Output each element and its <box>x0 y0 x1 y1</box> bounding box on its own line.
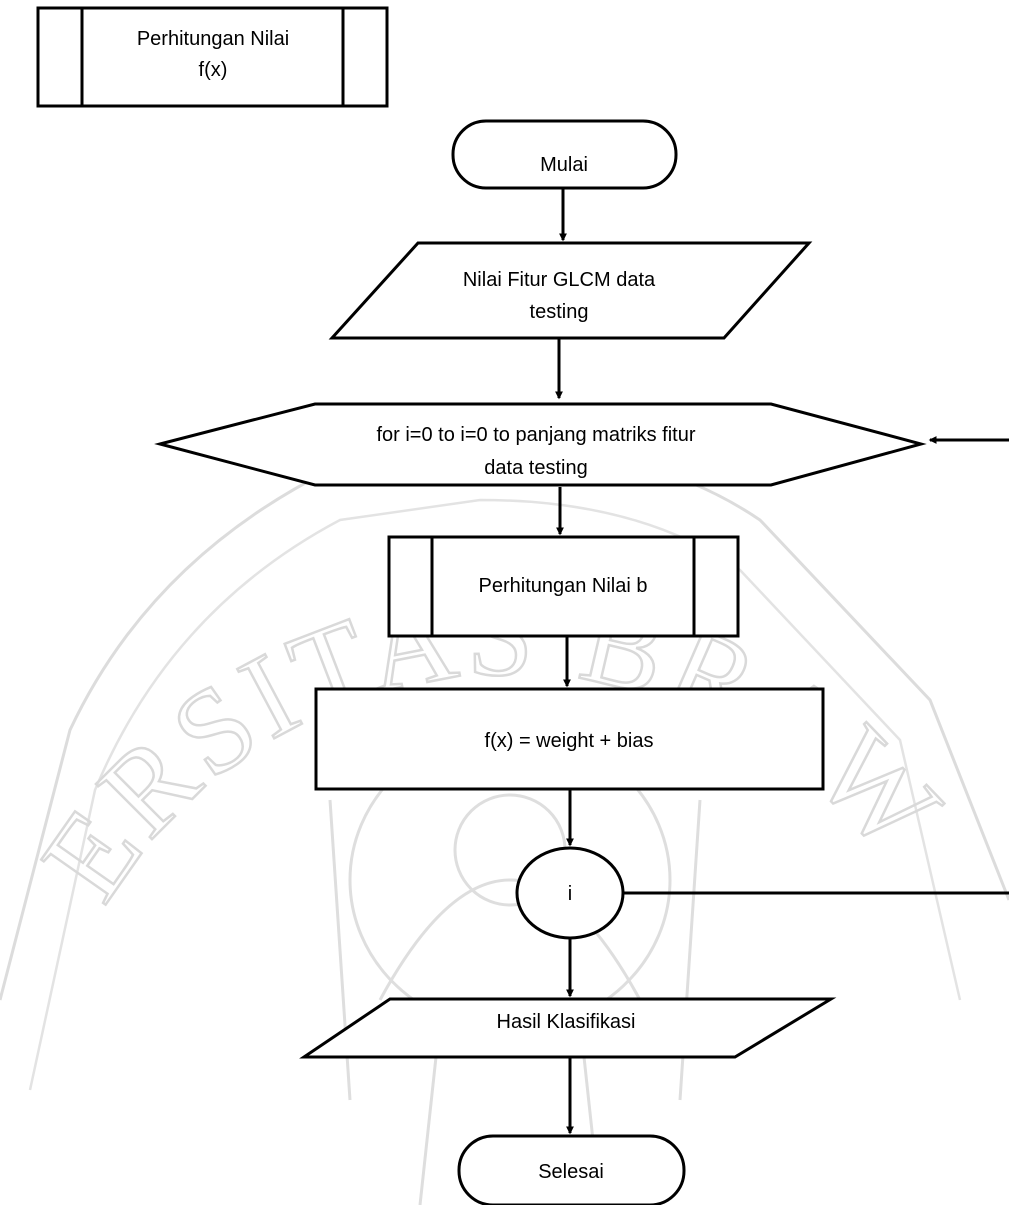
process-box: f(x) = weight + bias <box>314 687 825 791</box>
subprocess-box: Perhitungan Nilai b <box>387 535 740 638</box>
start-terminator: Mulai <box>451 119 678 190</box>
output-label: Hasil Klasifikasi <box>497 1011 636 1033</box>
start-label: Mulai <box>540 154 588 176</box>
connector-label: i <box>568 883 572 905</box>
connector-circle: i <box>515 846 625 940</box>
loop-line-1: for i=0 to i=0 to panjang matriks fitur <box>376 424 695 446</box>
loop-line-2: data testing <box>484 457 587 479</box>
subprocess-label: Perhitungan Nilai b <box>479 575 648 597</box>
input-line-2: testing <box>530 301 589 323</box>
legend-line-2: f(x) <box>199 59 228 81</box>
loop-hexagon: for i=0 to i=0 to panjang matriks fitur … <box>154 402 927 487</box>
legend-subprocess-box: Perhitungan Nilai f(x) <box>36 6 389 108</box>
legend-line-1: Perhitungan Nilai <box>137 28 289 50</box>
end-terminator: Selesai <box>457 1134 686 1205</box>
process-label: f(x) = weight + bias <box>485 730 654 752</box>
seal-emblem <box>328 728 702 1205</box>
end-label: Selesai <box>538 1161 604 1183</box>
output-parallelogram: Hasil Klasifikasi <box>299 997 837 1059</box>
input-line-1: Nilai Fitur GLCM data <box>463 269 656 291</box>
input-parallelogram: Nilai Fitur GLCM data testing <box>328 241 813 340</box>
